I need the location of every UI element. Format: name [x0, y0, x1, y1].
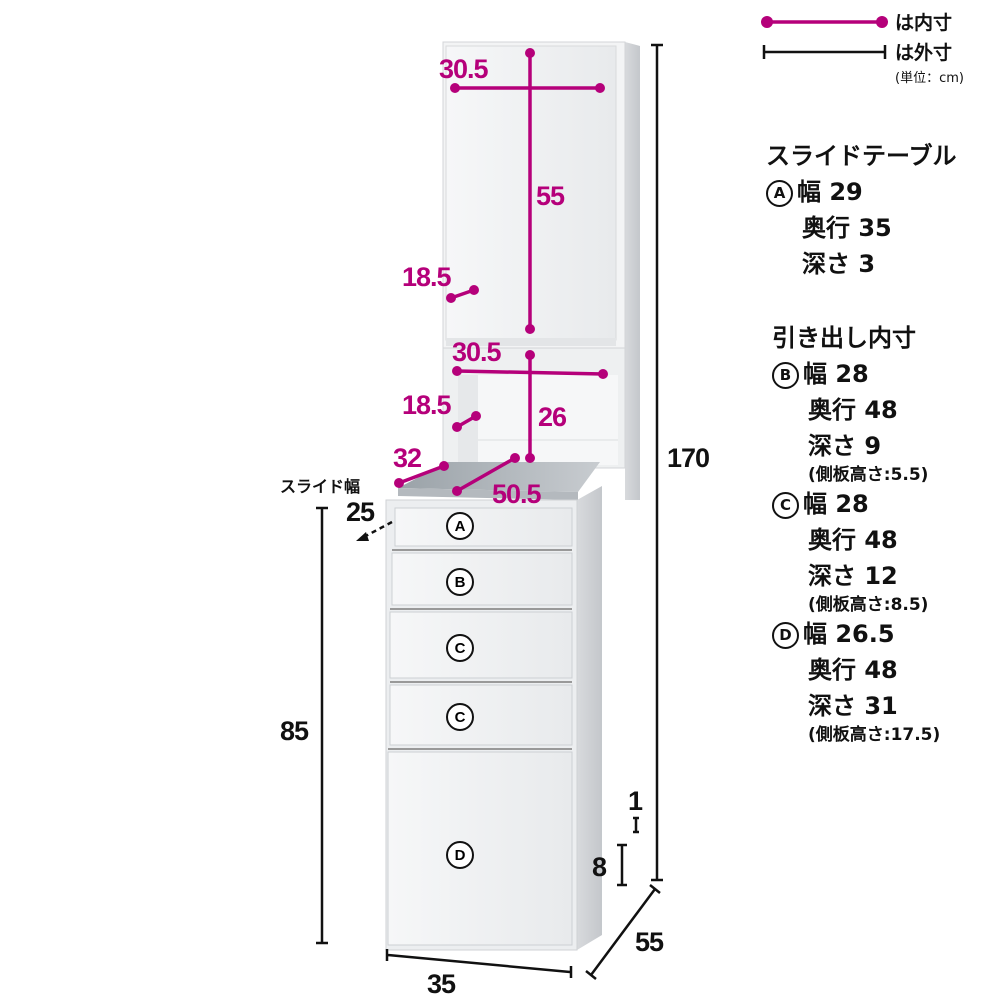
upper-cabinet [442, 41, 640, 500]
gap-label: 1 [628, 786, 643, 816]
drawer-b-width: 幅 28 [803, 360, 869, 388]
drawers-title: 引き出し内寸 [772, 324, 916, 352]
mark-a: A [766, 180, 793, 207]
drawer-b-deep: 深さ 9 [808, 432, 882, 460]
slide-table-deep: 深さ 3 [802, 250, 876, 278]
inner-dimensions: 30.5 55 18.5 30.5 26 18.5 32 50.5 [393, 48, 608, 509]
legend-inner-label: は内寸 [895, 12, 953, 34]
slide-table-tray [398, 462, 600, 500]
mark-c: C [772, 492, 799, 519]
drawer-c-deep: 深さ 12 [808, 562, 898, 590]
drawer-label-a: A [455, 518, 466, 535]
drawer-a [394, 507, 573, 547]
drawer-c2 [389, 684, 573, 746]
base-height-label: 8 [592, 852, 607, 882]
drawer-d-note: (側板高さ:17.5) [808, 725, 941, 745]
depth-label: 55 [635, 927, 664, 957]
niche-depth-label: 18.5 [402, 390, 452, 420]
drawer-label-c1: C [455, 640, 466, 657]
lower-height-label: 85 [280, 716, 309, 746]
total-height-label: 170 [667, 443, 709, 473]
tray-depth-label: 32 [393, 443, 421, 473]
slide-width-caption: スライド幅 [280, 477, 360, 496]
slide-table-width: 幅 29 [797, 178, 863, 206]
drawer-c-depth: 奥行 48 [808, 526, 898, 554]
slide-table-depth: 奥行 35 [802, 214, 892, 242]
niche-width-label: 30.5 [452, 337, 502, 367]
legend-unit: (単位：cm) [895, 71, 964, 86]
drawer-b-note: (側板高さ:5.5) [808, 465, 929, 485]
upper-width-label: 30.5 [439, 54, 489, 84]
slide-width-value: 25 [346, 497, 375, 527]
drawer-c-width: 幅 28 [803, 490, 869, 518]
drawer-c1 [389, 611, 573, 679]
drawer-label-b: B [455, 574, 466, 591]
drawer-d [387, 751, 573, 946]
drawer-b [391, 552, 573, 606]
drawer-labels: A B C C D [446, 512, 474, 869]
drawer-c-note: (側板高さ:8.5) [808, 595, 929, 615]
width-label: 35 [427, 969, 456, 999]
legend-lines [761, 16, 888, 59]
mark-b: B [772, 362, 799, 389]
drawer-label-c2: C [455, 709, 466, 726]
legend-outer-label: は外寸 [895, 42, 953, 64]
drawer-d-deep: 深さ 31 [808, 692, 898, 720]
legend-text: は内寸 は外寸 (単位：cm) [895, 8, 964, 90]
lower-cabinet [385, 486, 602, 951]
upper-height-label: 55 [536, 181, 565, 211]
tray-width-label: 50.5 [492, 479, 542, 509]
drawer-label-d: D [455, 847, 466, 864]
upper-depth-label: 18.5 [402, 262, 452, 292]
drawer-d-depth: 奥行 48 [808, 656, 898, 684]
mark-d: D [772, 622, 799, 649]
drawer-d-width: 幅 26.5 [803, 620, 895, 648]
outer-dimensions: 170 85 35 55 8 1 スライド幅 25 [280, 43, 710, 999]
slide-table-title: スライドテーブル [766, 142, 957, 170]
drawer-b-depth: 奥行 48 [808, 396, 898, 424]
niche-height-label: 26 [538, 402, 567, 432]
